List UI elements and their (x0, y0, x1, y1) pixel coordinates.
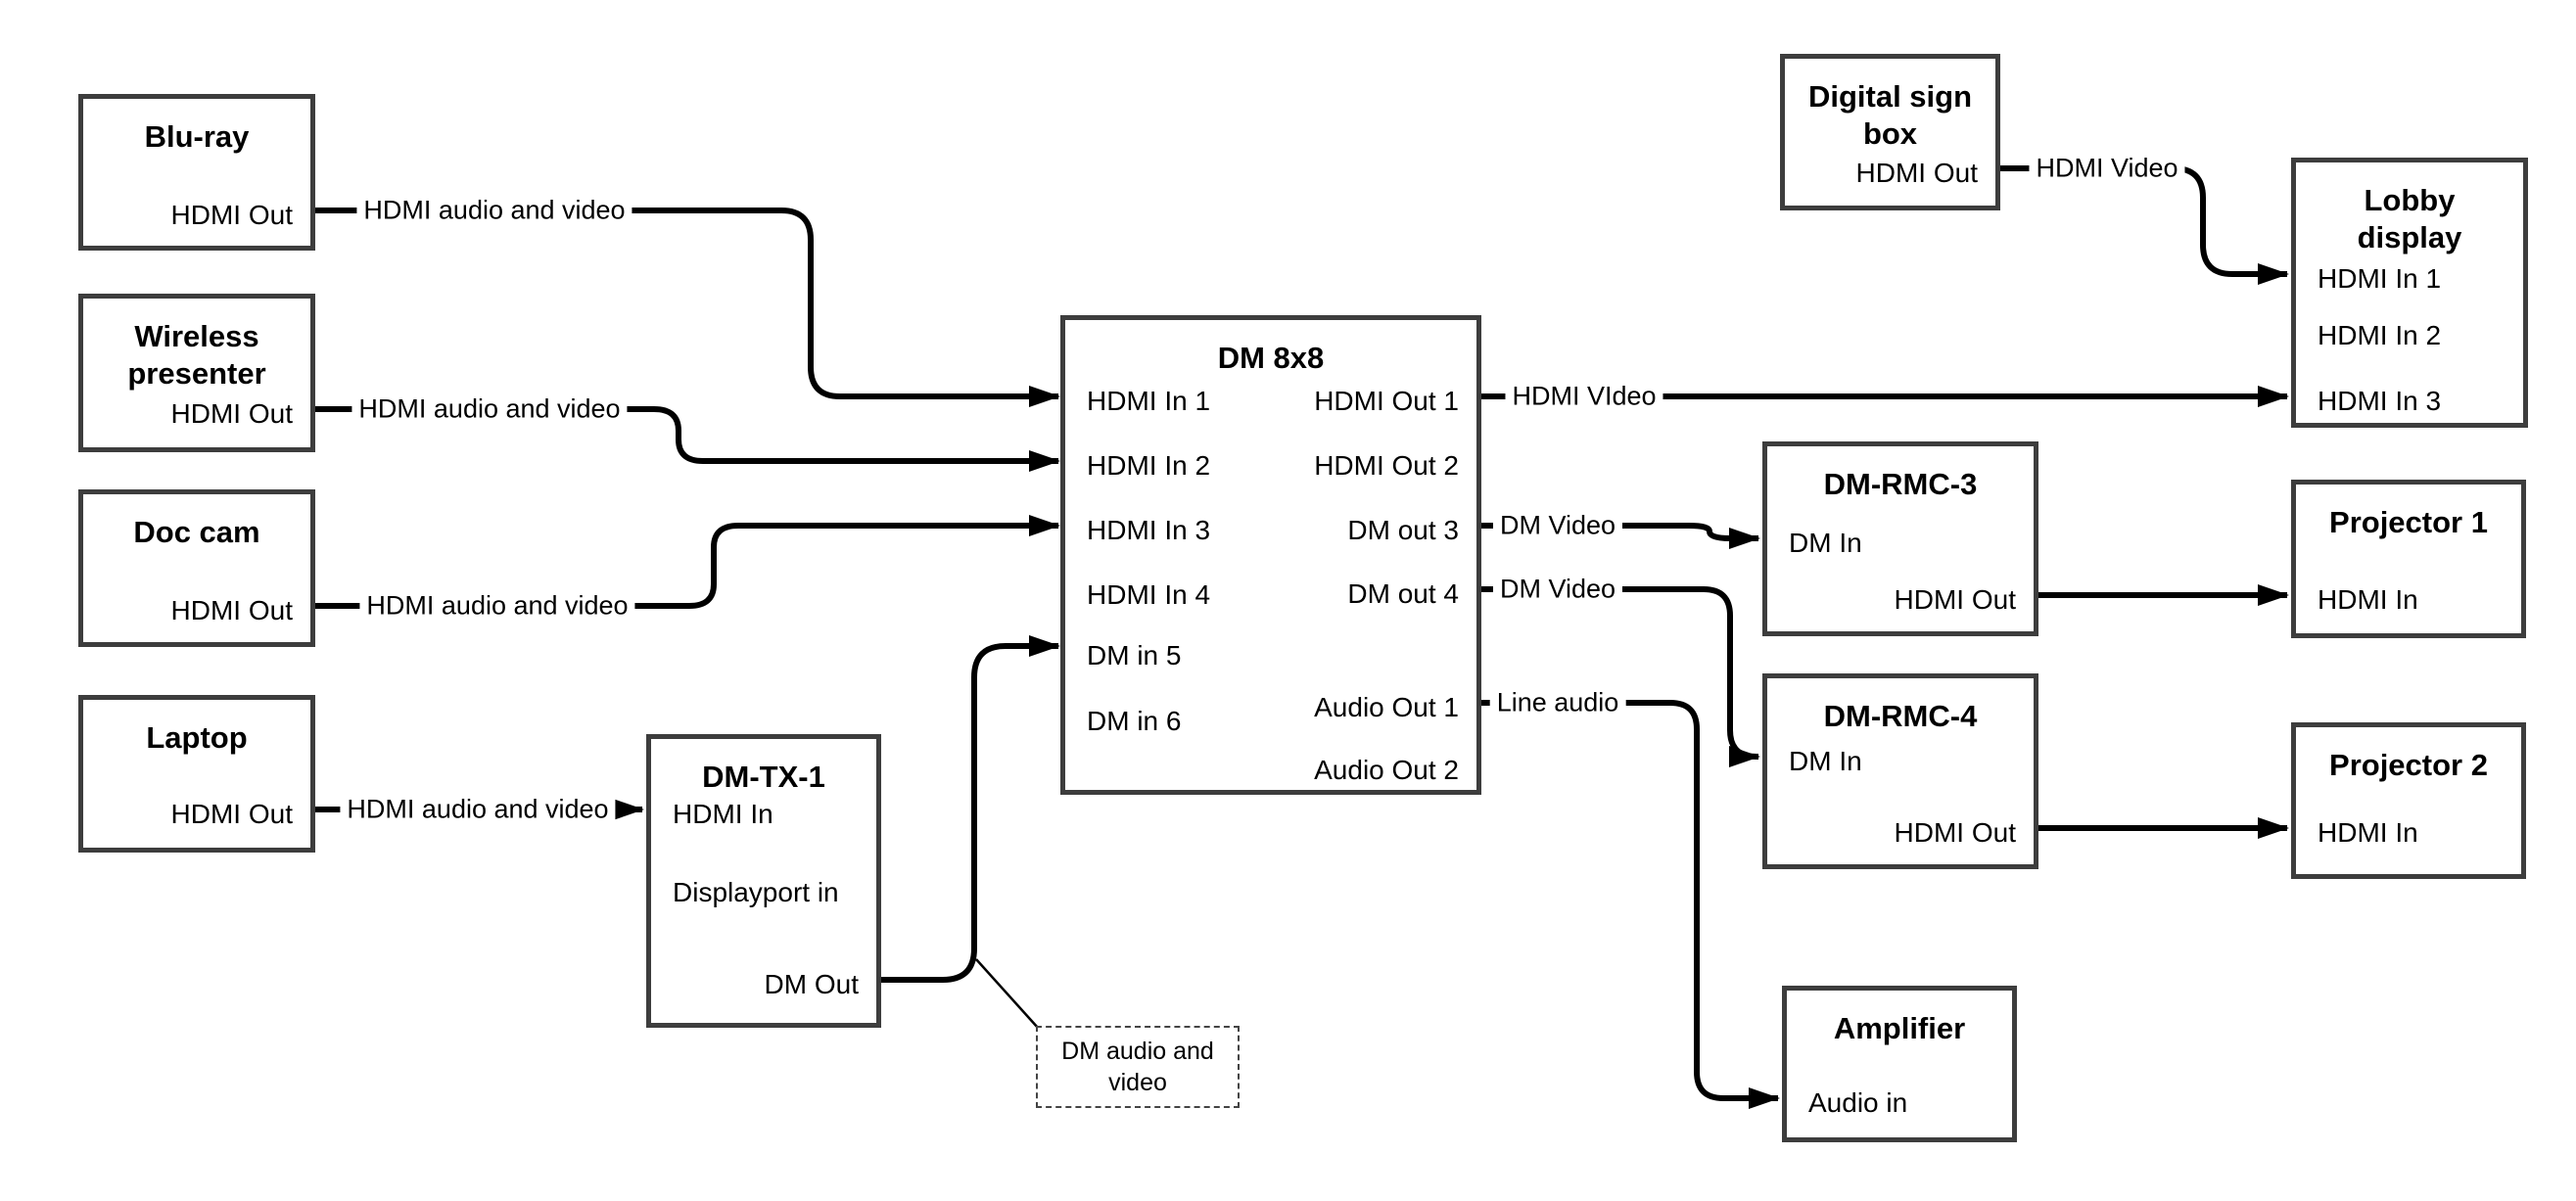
edge-label-hdmi-video-signbox: HDMI Video (2029, 151, 2185, 186)
node-dm-rmc-3: DM-RMC-3 DM In HDMI Out (1762, 441, 2038, 636)
port-dm-out: DM Out (764, 969, 859, 999)
node-amplifier: Amplifier Audio in (1782, 986, 2017, 1142)
port-dm-out-3: DM out 3 (1347, 515, 1459, 545)
port-hdmi-out: HDMI Out (170, 799, 293, 829)
node-title: Digital sign box (1807, 79, 1973, 151)
edge-dm8x8-dm-out4-to-rmc4-dm-in (1481, 586, 1760, 767)
node-title: DM 8x8 (1217, 341, 1325, 375)
port-audio-in: Audio in (1808, 1087, 1908, 1118)
node-dm-8x8: DM 8x8 HDMI In 1 HDMI In 2 HDMI In 3 HDM… (1060, 315, 1481, 795)
node-title: Amplifier (1833, 1011, 1966, 1045)
note-leader-line (975, 958, 1039, 1029)
note-text: DM audio and video (1061, 1037, 1214, 1097)
node-title: Projector 2 (2329, 748, 2488, 782)
node-title: Blu-ray (144, 119, 250, 154)
port-hdmi-in-4: HDMI In 4 (1087, 579, 1211, 610)
node-projector-2: Projector 2 HDMI In (2291, 722, 2526, 879)
node-dm-rmc-4: DM-RMC-4 DM In HDMI Out (1762, 673, 2038, 869)
edge-label-line-audio: Line audio (1489, 685, 1626, 720)
node-blu-ray: Blu-ray HDMI Out (78, 94, 315, 251)
port-hdmi-in-1: HDMI In 1 (2318, 263, 2442, 294)
port-hdmi-out: HDMI Out (1855, 158, 1978, 188)
port-dm-in-5: DM in 5 (1087, 640, 1182, 670)
port-audio-out-2: Audio Out 2 (1314, 755, 1459, 785)
edge-dm8x8-audio-out1-to-amplifier (1481, 700, 1780, 1109)
port-hdmi-out: HDMI Out (1894, 584, 2016, 615)
port-hdmi-in: HDMI In (2318, 584, 2418, 615)
port-hdmi-out: HDMI Out (170, 200, 293, 230)
port-audio-out-1: Audio Out 1 (1314, 692, 1459, 722)
port-dm-in-6: DM in 6 (1087, 706, 1182, 736)
node-title: Doc cam (133, 515, 260, 549)
node-laptop: Laptop HDMI Out (78, 695, 315, 853)
edge-bluray-to-dm8x8-hdmi-in-1 (315, 208, 1060, 407)
node-title: Lobby display (2357, 183, 2462, 254)
port-hdmi-out-1: HDMI Out 1 (1314, 386, 1459, 416)
edge-label-hdmi-video-out1: HDMI VIdeo (1505, 379, 1663, 414)
port-dm-in: DM In (1789, 528, 1862, 558)
edge-label-hdmi-audio-video-doccam: HDMI audio and video (359, 588, 635, 624)
port-hdmi-in: HDMI In (2318, 817, 2418, 848)
node-title: Wireless presenter (127, 319, 266, 391)
edge-label-dm-video-out4: DM Video (1492, 572, 1623, 607)
node-lobby-display: Lobby display HDMI In 1 HDMI In 2 HDMI I… (2291, 158, 2528, 428)
port-displayport-in: Displayport in (673, 877, 839, 907)
port-hdmi-in-1: HDMI In 1 (1087, 386, 1211, 416)
port-hdmi-in: HDMI In (673, 799, 773, 829)
node-wireless-presenter: Wireless presenter HDMI Out (78, 294, 315, 452)
node-title: DM-RMC-4 (1823, 699, 1978, 733)
node-digital-sign-box: Digital sign box HDMI Out (1780, 54, 2000, 210)
port-hdmi-out-2: HDMI Out 2 (1314, 450, 1459, 481)
node-title: DM-TX-1 (702, 760, 825, 794)
port-hdmi-in-3: HDMI In 3 (2318, 386, 2442, 416)
node-title: DM-RMC-3 (1823, 467, 1978, 501)
node-dm-tx-1: DM-TX-1 HDMI In Displayport in DM Out (646, 734, 881, 1028)
port-hdmi-out: HDMI Out (1894, 817, 2016, 848)
edge-label-hdmi-audio-video-wireless: HDMI audio and video (351, 392, 628, 427)
edge-label-dm-video-out3: DM Video (1492, 508, 1623, 543)
port-dm-in: DM In (1789, 746, 1862, 776)
node-title: Projector 1 (2329, 505, 2488, 539)
note-dm-audio-and-video: DM audio and video (1036, 1026, 1240, 1108)
port-hdmi-in-3: HDMI In 3 (1087, 515, 1211, 545)
node-title: Laptop (146, 720, 248, 755)
edge-dmtx1-to-dm8x8-dm-in-5 (881, 635, 1060, 983)
port-dm-out-4: DM out 4 (1347, 578, 1459, 609)
port-hdmi-in-2: HDMI In 2 (2318, 320, 2442, 350)
port-hdmi-out: HDMI Out (170, 595, 293, 625)
node-doc-cam: Doc cam HDMI Out (78, 489, 315, 647)
port-hdmi-out: HDMI Out (170, 398, 293, 429)
edge-label-hdmi-audio-video-laptop: HDMI audio and video (340, 792, 616, 827)
port-hdmi-in-2: HDMI In 2 (1087, 450, 1211, 481)
edge-label-hdmi-audio-video-bluray: HDMI audio and video (356, 193, 632, 228)
node-projector-1: Projector 1 HDMI In (2291, 480, 2526, 638)
